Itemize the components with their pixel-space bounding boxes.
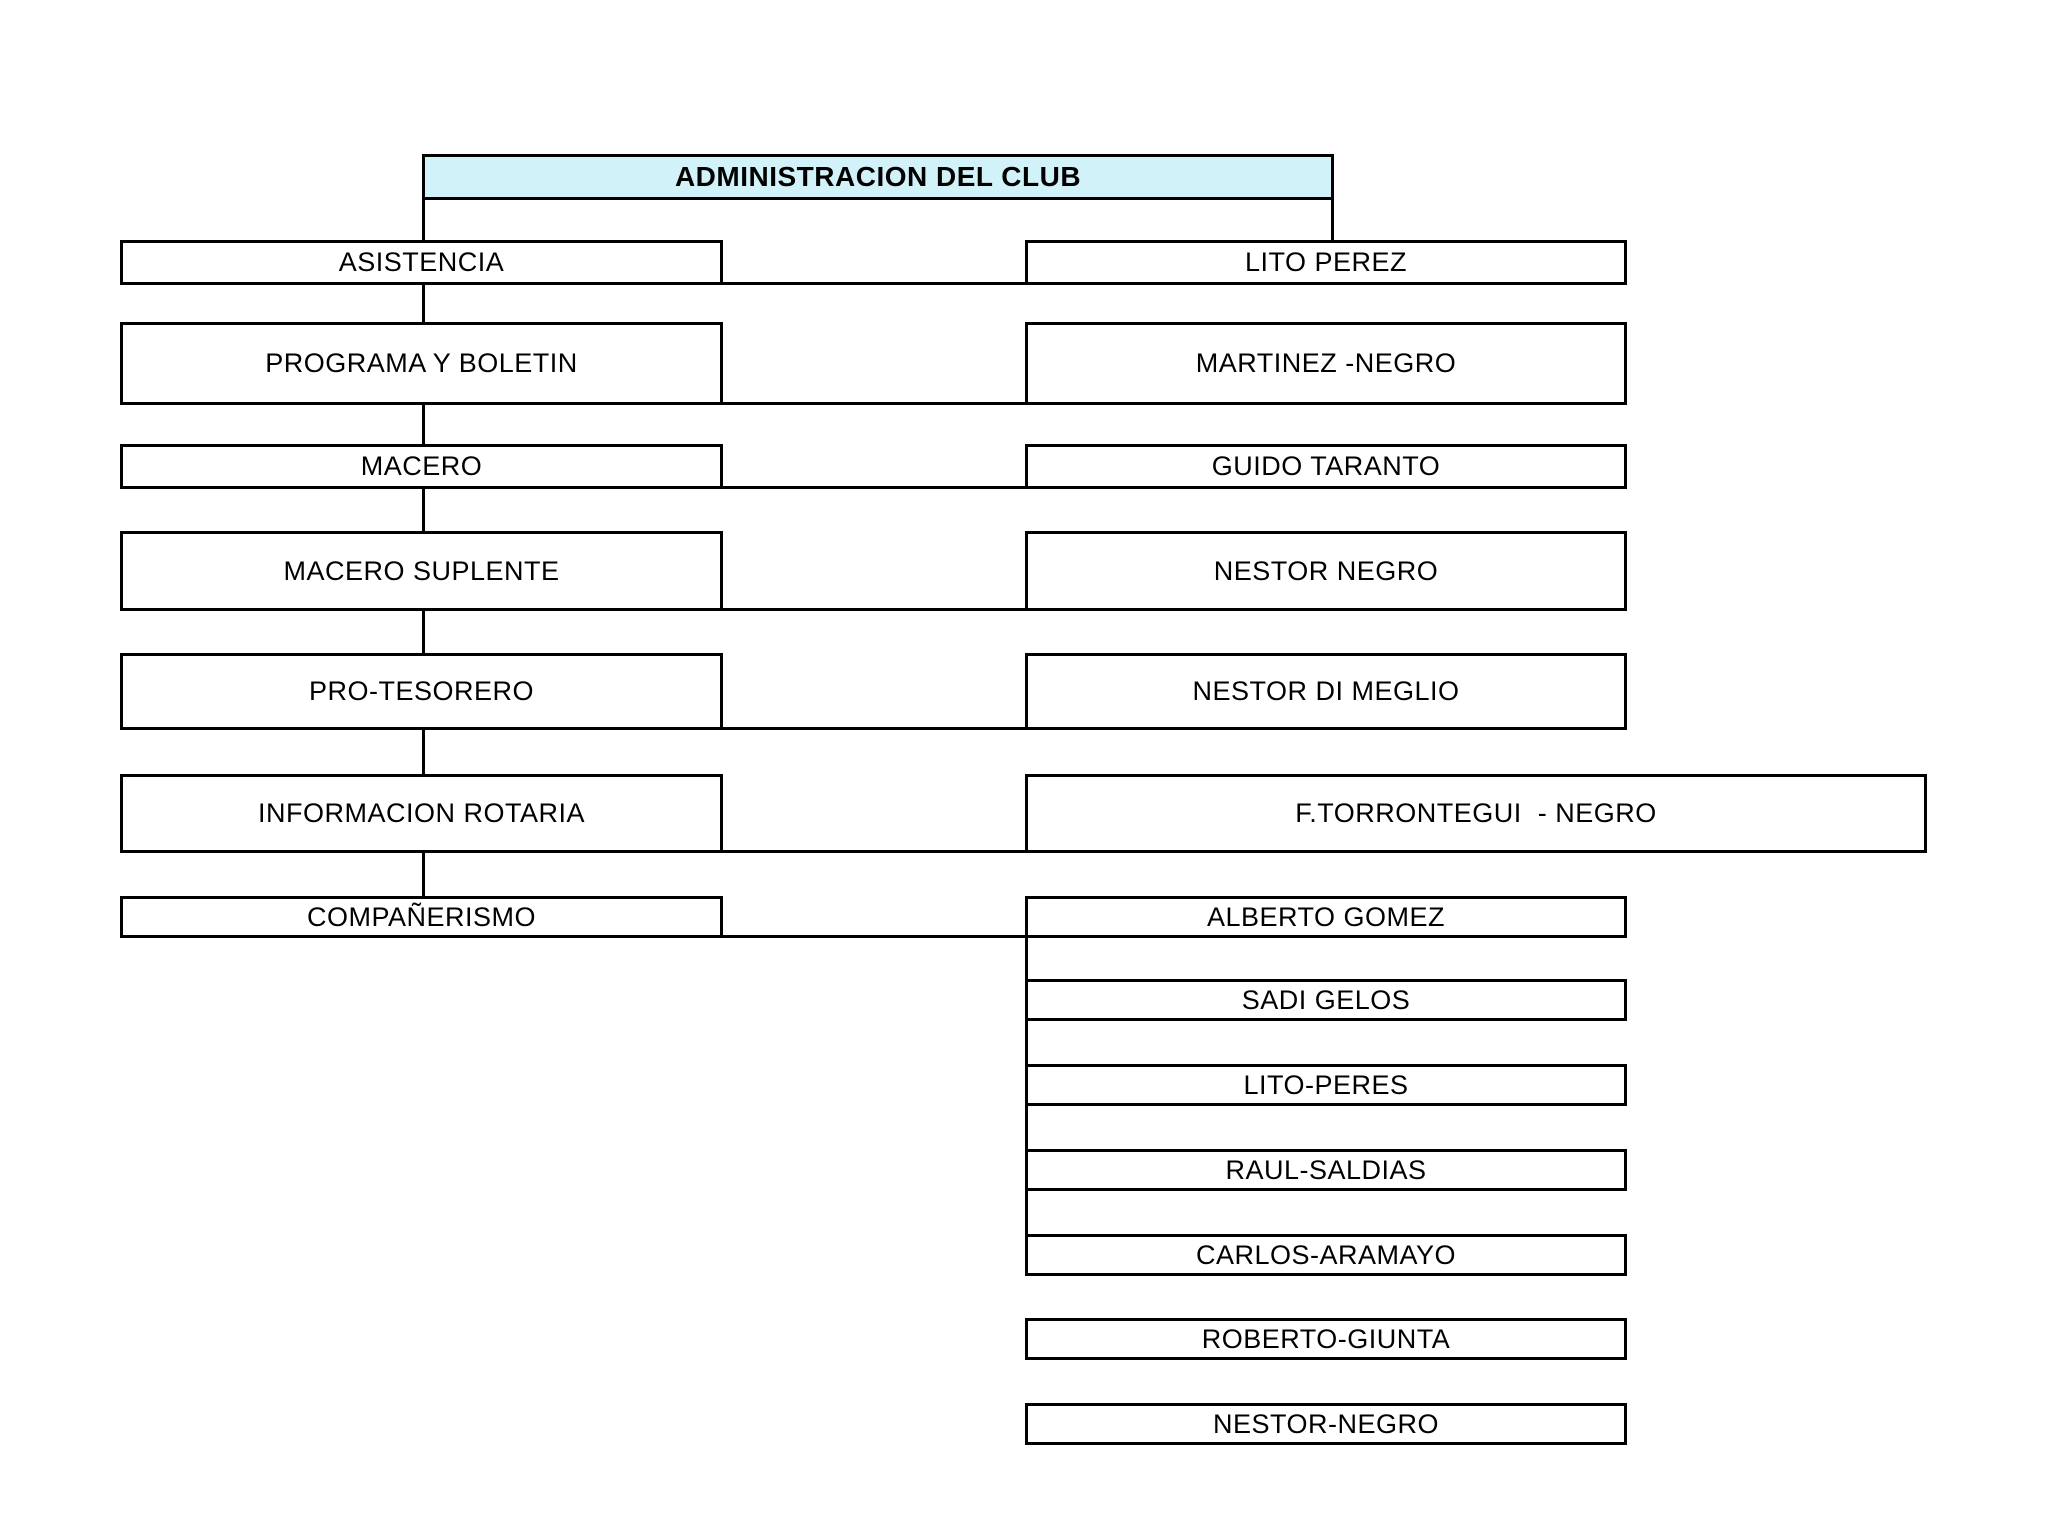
role-box-programa-y-boletin: PROGRAMA Y BOLETIN xyxy=(120,322,723,405)
role-box-pro-tesorero: PRO-TESORERO xyxy=(120,653,723,730)
connector-left-spine xyxy=(422,283,425,325)
member-box-sadi-gelos: SADI GELOS xyxy=(1025,979,1627,1021)
connector-left-spine xyxy=(422,851,425,899)
connector-row-bottom xyxy=(721,727,1027,730)
connector-left-spine xyxy=(422,728,425,777)
role-box-macero: MACERO xyxy=(120,444,723,489)
person-box-guido-taranto: GUIDO TARANTO xyxy=(1025,444,1627,489)
member-box-lito-peres: LITO-PERES xyxy=(1025,1064,1627,1106)
connector-left-spine xyxy=(422,403,425,447)
connector-row-bottom xyxy=(721,402,1027,405)
role-box-macero-suplente: MACERO SUPLENTE xyxy=(120,531,723,611)
person-box-torrontegui-negro: F.TORRONTEGUI - NEGRO xyxy=(1025,774,1927,853)
person-box-alberto-gomez: ALBERTO GOMEZ xyxy=(1025,896,1627,938)
member-box-raul-saldias: RAUL-SALDIAS xyxy=(1025,1149,1627,1191)
person-box-lito-perez: LITO PEREZ xyxy=(1025,240,1627,285)
role-box-asistencia: ASISTENCIA xyxy=(120,240,723,285)
member-box-nestor-negro-2: NESTOR-NEGRO xyxy=(1025,1403,1627,1445)
connector-row-bottom xyxy=(721,282,1027,285)
person-box-nestor-negro: NESTOR NEGRO xyxy=(1025,531,1627,611)
connector-left-spine xyxy=(422,487,425,534)
member-box-carlos-aramayo: CARLOS-ARAMAYO xyxy=(1025,1234,1627,1276)
role-box-companerismo: COMPAÑERISMO xyxy=(120,896,723,938)
connector-row-bottom xyxy=(721,486,1027,489)
connector-left-spine xyxy=(422,609,425,656)
connector-header-left-drop xyxy=(422,198,425,243)
org-chart-root-box: ADMINISTRACION DEL CLUB xyxy=(422,154,1334,200)
connector-row-bottom xyxy=(721,935,1027,938)
connector-row-bottom xyxy=(721,850,1027,853)
connector-row-bottom xyxy=(721,608,1027,611)
role-box-informacion-rotaria: INFORMACION ROTARIA xyxy=(120,774,723,853)
person-box-nestor-di-meglio: NESTOR DI MEGLIO xyxy=(1025,653,1627,730)
connector-header-right-drop xyxy=(1331,198,1334,243)
person-box-martinez-negro: MARTINEZ -NEGRO xyxy=(1025,322,1627,405)
member-box-roberto-giunta: ROBERTO-GIUNTA xyxy=(1025,1318,1627,1360)
